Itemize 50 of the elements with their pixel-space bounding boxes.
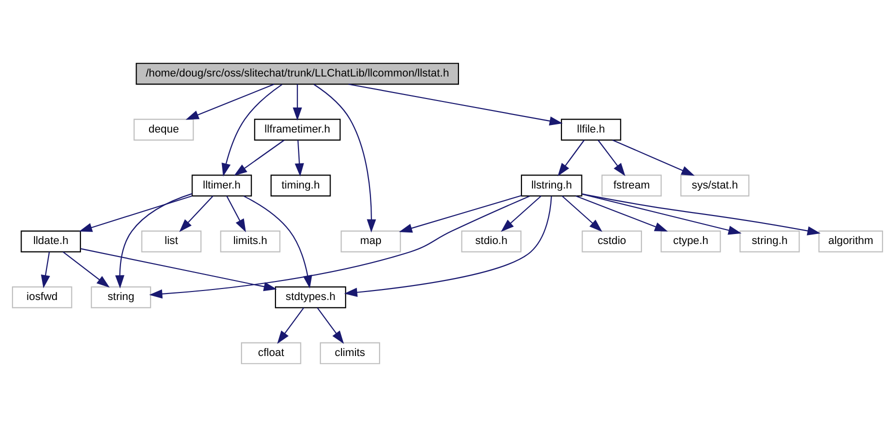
arrow bbox=[80, 248, 277, 292]
arrow bbox=[562, 196, 602, 232]
node-box: algorithm bbox=[818, 230, 884, 252]
arrow bbox=[234, 140, 285, 176]
node-box: deque bbox=[134, 118, 194, 141]
node-box: stdio.h bbox=[461, 230, 522, 252]
node-box: lltimer.h bbox=[192, 174, 252, 197]
arrow bbox=[149, 196, 530, 299]
arrow bbox=[292, 84, 302, 121]
arrow bbox=[582, 194, 742, 235]
arrow bbox=[576, 196, 668, 232]
arrow bbox=[179, 196, 214, 232]
node-box: llfile.h bbox=[560, 118, 622, 141]
node-box: llframetimer.h bbox=[254, 118, 341, 141]
arrow bbox=[78, 195, 192, 232]
node-box: cfloat bbox=[240, 342, 302, 364]
arrow bbox=[277, 307, 304, 344]
arrow bbox=[222, 84, 282, 176]
arrow bbox=[40, 252, 50, 288]
node-box: limits.h bbox=[220, 230, 280, 252]
arrow bbox=[582, 193, 821, 236]
node-box: stdtypes.h bbox=[274, 286, 346, 308]
node-box: ctype.h bbox=[660, 230, 721, 252]
node-box: string.h bbox=[740, 230, 800, 252]
node-box: /home/doug/src/oss/slitechat/trunk/LLChatLib/llcommon/llstat.h bbox=[136, 62, 459, 85]
node-box: cstdio bbox=[582, 230, 642, 252]
node-box: string bbox=[90, 286, 152, 308]
node-box: timing.h bbox=[270, 174, 331, 197]
arrow bbox=[598, 140, 626, 176]
arrow bbox=[314, 84, 376, 232]
arrow bbox=[186, 84, 274, 120]
arrow bbox=[115, 193, 192, 288]
node-box: map bbox=[340, 230, 401, 252]
node-box: sys/stat.h bbox=[680, 174, 750, 197]
arrow bbox=[226, 196, 246, 232]
arrow bbox=[500, 196, 542, 232]
arrow bbox=[344, 196, 552, 297]
arrow bbox=[398, 195, 522, 233]
node-box: llstring.h bbox=[520, 174, 582, 197]
node-box: climits bbox=[320, 342, 380, 364]
arrow bbox=[316, 307, 344, 344]
arrow bbox=[294, 140, 304, 176]
arrow bbox=[612, 140, 695, 176]
arrow bbox=[62, 251, 110, 288]
arrow bbox=[348, 84, 563, 126]
node-box: list bbox=[141, 230, 202, 252]
node-box: fstream bbox=[601, 174, 662, 197]
node-box: iosfwd bbox=[12, 286, 72, 308]
node-box: lldate.h bbox=[20, 230, 81, 252]
arrow bbox=[558, 140, 585, 176]
